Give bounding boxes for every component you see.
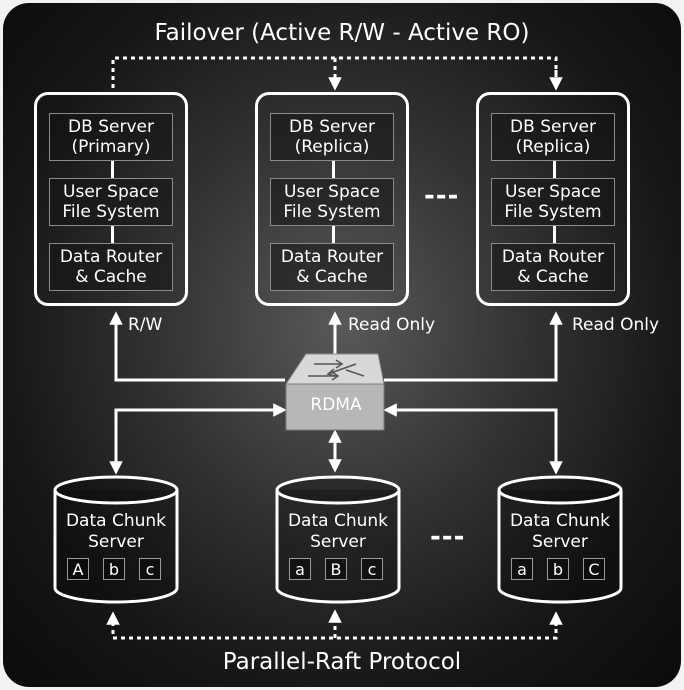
connector xyxy=(332,161,335,178)
data-router-label: Data Router & Cache xyxy=(49,243,173,291)
rdma-label: RDMA xyxy=(310,395,362,415)
chunk-server-label: Data Chunk Server xyxy=(65,511,167,552)
file-system-label: User Space File System xyxy=(491,178,615,226)
chunk-cell: c xyxy=(139,558,161,580)
chunk-cell: b xyxy=(547,558,569,580)
db-server-label: DB Server (Replica) xyxy=(270,113,394,161)
chunk-cell: a xyxy=(511,558,533,580)
chunk-ellipsis: --- xyxy=(430,522,466,552)
chunk-cell: C xyxy=(583,558,605,580)
data-router-label: Data Router & Cache xyxy=(491,243,615,291)
file-system-label: User Space File System xyxy=(270,178,394,226)
db-server-primary: DB Server (Primary) User Space File Syst… xyxy=(34,92,188,306)
chunk-link-1 xyxy=(109,403,287,475)
readonly-label-2: Read Only xyxy=(572,315,660,335)
rw-link xyxy=(109,311,285,382)
chunk-cell: B xyxy=(325,558,347,580)
chunk-server-drum-1 xyxy=(53,475,179,604)
server-ellipsis: --- xyxy=(424,181,460,211)
rdma-switch-icon xyxy=(285,353,385,431)
connector xyxy=(332,226,335,243)
chunk-link-3 xyxy=(383,403,563,475)
failover-title: Failover (Active R/W - Active RO) xyxy=(154,20,530,46)
connector xyxy=(111,161,114,178)
chunk-server-label: Data Chunk Server xyxy=(509,511,611,552)
chunk-server-label: Data Chunk Server xyxy=(287,511,389,552)
connector xyxy=(553,161,556,178)
data-router-label: Data Router & Cache xyxy=(270,243,394,291)
db-server-replica-2: DB Server (Replica) User Space File Syst… xyxy=(476,92,630,306)
readonly-link-2 xyxy=(384,311,563,382)
chunk-cell: A xyxy=(67,558,89,580)
chunk-cell: a xyxy=(289,558,311,580)
chunk-cell: c xyxy=(361,558,383,580)
file-system-label: User Space File System xyxy=(49,178,173,226)
connector xyxy=(553,226,556,243)
rw-label: R/W xyxy=(128,315,163,335)
chunk-cell: b xyxy=(103,558,125,580)
db-server-label: DB Server (Replica) xyxy=(491,113,615,161)
connector xyxy=(111,226,114,243)
db-server-label: DB Server (Primary) xyxy=(49,113,173,161)
db-server-replica-1: DB Server (Replica) User Space File Syst… xyxy=(255,92,409,306)
parallel-raft-title: Parallel-Raft Protocol xyxy=(222,649,462,675)
readonly-label-1: Read Only xyxy=(348,315,436,335)
